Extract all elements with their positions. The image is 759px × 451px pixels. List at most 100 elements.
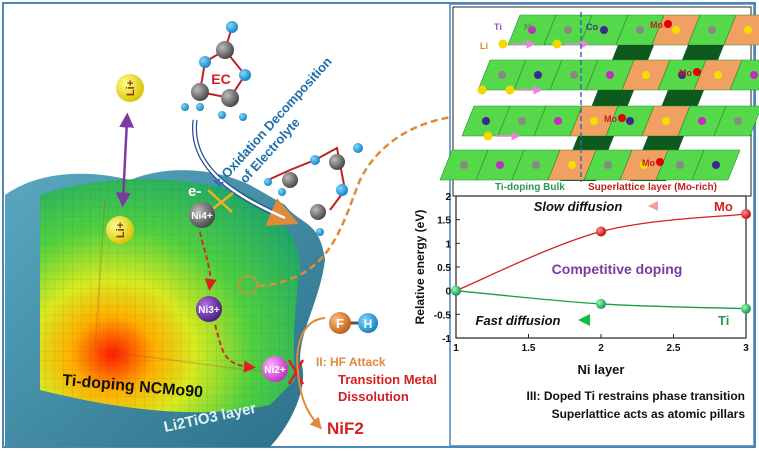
atom bbox=[518, 117, 526, 125]
data-point-mo bbox=[741, 208, 751, 219]
atom bbox=[600, 26, 608, 34]
atom bbox=[676, 161, 684, 169]
data-point-ti bbox=[741, 303, 751, 314]
atom bbox=[636, 26, 644, 34]
slow-diffusion-label: Slow diffusion bbox=[534, 199, 623, 214]
atom bbox=[460, 161, 468, 169]
y-axis-label: Relative energy (eV) bbox=[413, 210, 427, 325]
ni3-label: Ni3+ bbox=[198, 305, 220, 316]
atom bbox=[626, 117, 634, 125]
nif2-label: NiF2 bbox=[327, 419, 364, 438]
blocked-cross-icon bbox=[287, 359, 305, 385]
lattice-structure bbox=[439, 14, 759, 181]
x-tick-label: 3 bbox=[743, 343, 749, 354]
x-axis-label: Ni layer bbox=[578, 362, 625, 377]
y-tick-label: 0 bbox=[445, 287, 451, 298]
atom bbox=[662, 117, 670, 125]
caption-line2: Superlattice acts as atomic pillars bbox=[552, 407, 746, 421]
li-atom bbox=[483, 131, 493, 141]
atom bbox=[534, 71, 542, 79]
data-point-mo bbox=[596, 226, 606, 237]
blocked-cross-icon bbox=[207, 189, 234, 213]
particle bbox=[5, 170, 325, 447]
mo-label: Mo bbox=[642, 158, 655, 168]
x-tick-label: 2 bbox=[598, 343, 604, 354]
atom bbox=[532, 161, 540, 169]
atom bbox=[496, 161, 504, 169]
ti-legend: Ti bbox=[718, 313, 729, 328]
y-tick-label: -0.5 bbox=[434, 310, 452, 321]
y-tick-label: 1 bbox=[445, 239, 451, 250]
atom bbox=[734, 117, 742, 125]
y-tick-label: 2 bbox=[445, 192, 451, 203]
mo-label: Mo bbox=[679, 68, 692, 78]
h-atom-label: H bbox=[364, 317, 373, 331]
mo-label: Mo bbox=[650, 20, 663, 30]
li-atom bbox=[498, 39, 508, 49]
mo-atom bbox=[618, 114, 626, 122]
fast-arrow-icon bbox=[578, 314, 590, 326]
atom bbox=[498, 71, 506, 79]
li-ion-inner: Li+ bbox=[106, 216, 134, 244]
atom bbox=[554, 117, 562, 125]
atom bbox=[714, 71, 722, 79]
hf-molecule: F H bbox=[329, 312, 378, 334]
atom bbox=[678, 71, 686, 79]
octahedron bbox=[729, 59, 759, 91]
atom bbox=[528, 26, 536, 34]
li-atom bbox=[505, 85, 515, 95]
y-tick-label: -1 bbox=[442, 334, 451, 345]
ni2-label: Ni2+ bbox=[264, 365, 286, 376]
x-tick-label: 1 bbox=[453, 343, 459, 354]
ni4-ion: Ni4+ bbox=[189, 202, 215, 228]
ec-molecule: EC bbox=[181, 21, 251, 121]
octahedron bbox=[723, 14, 759, 46]
atom bbox=[712, 161, 720, 169]
atom bbox=[698, 117, 706, 125]
ni2-ion: Ni2+ bbox=[262, 356, 288, 382]
li-atom bbox=[477, 85, 487, 95]
bulk-region-label: Ti-doping Bulk bbox=[495, 182, 565, 193]
li-ion-top: Li+ bbox=[116, 74, 144, 102]
atom bbox=[744, 26, 752, 34]
atom bbox=[568, 161, 576, 169]
decomposed-molecule bbox=[264, 143, 363, 236]
mo-atom bbox=[664, 20, 672, 28]
fast-diffusion-label: Fast diffusion bbox=[476, 313, 561, 328]
ni4-label: Ni4+ bbox=[191, 211, 213, 222]
data-point-ti bbox=[451, 285, 461, 296]
atom bbox=[590, 117, 598, 125]
y-tick-label: 1.5 bbox=[437, 216, 451, 227]
mo-label: Mo bbox=[604, 114, 617, 124]
competitive-doping-label: Competitive doping bbox=[552, 261, 683, 277]
li-atom bbox=[552, 39, 562, 49]
zoom-link bbox=[257, 107, 478, 288]
atom bbox=[564, 26, 572, 34]
slow-arrow-icon bbox=[648, 201, 658, 211]
atom bbox=[606, 71, 614, 79]
atom bbox=[708, 26, 716, 34]
hf-attack-arrow bbox=[296, 317, 326, 430]
tm-line2: Dissolution bbox=[338, 389, 409, 404]
reduction-arrow bbox=[199, 231, 217, 291]
atom bbox=[642, 71, 650, 79]
li-migration-arrow bbox=[115, 112, 135, 208]
atom bbox=[640, 161, 648, 169]
ti-label: Ti bbox=[494, 22, 502, 32]
atom bbox=[482, 117, 490, 125]
co-label: Co bbox=[586, 22, 598, 32]
mo-atom bbox=[656, 158, 664, 166]
li-ion-label: Li+ bbox=[115, 222, 127, 238]
data-point-ti bbox=[596, 298, 606, 309]
x-tick-label: 2.5 bbox=[667, 343, 681, 354]
x-tick-label: 1.5 bbox=[522, 343, 536, 354]
atom bbox=[604, 161, 612, 169]
zoom-circle bbox=[238, 275, 258, 295]
atom bbox=[672, 26, 680, 34]
mo-legend: Mo bbox=[714, 199, 733, 214]
li-label: Li bbox=[480, 41, 488, 51]
superlattice-region-label: Superlattice layer (Mo-rich) bbox=[588, 182, 717, 193]
